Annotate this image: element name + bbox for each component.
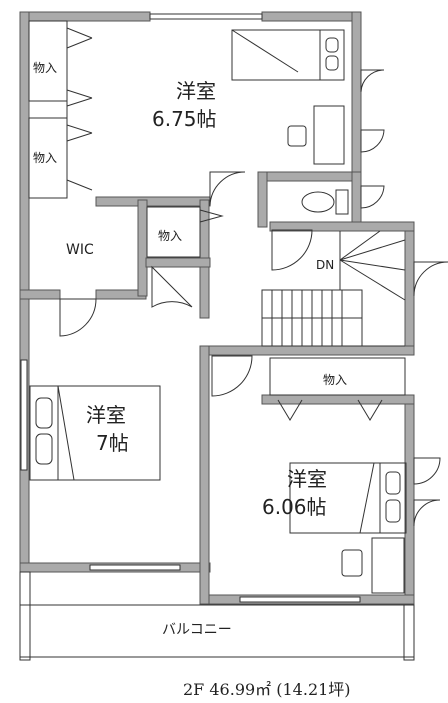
label-bedroom-top-size: 6.75帖 bbox=[152, 107, 217, 131]
labels: 物入 物入 洋室 6.75帖 WIC 物入 DN 物入 洋室 7帖 洋室 6.0… bbox=[33, 61, 347, 638]
label-bedroom-right-name: 洋室 bbox=[287, 467, 327, 491]
window-left bbox=[20, 359, 28, 471]
storage-small bbox=[146, 206, 201, 258]
wall-right-upper bbox=[351, 11, 362, 173]
door-top-room-2 bbox=[360, 129, 385, 153]
door-stair bbox=[271, 229, 313, 271]
desk-right bbox=[371, 537, 405, 594]
wall-stair-corridor bbox=[269, 221, 415, 232]
wall-left-room-right bbox=[199, 345, 210, 605]
label-storage-4: 物入 bbox=[323, 373, 347, 387]
wall-top-left bbox=[19, 11, 151, 22]
door-toilet bbox=[360, 185, 385, 209]
label-storage-3: 物入 bbox=[158, 229, 182, 243]
label-bedroom-right-size: 6.06帖 bbox=[262, 495, 327, 519]
label-bedroom-top-name: 洋室 bbox=[176, 79, 216, 103]
walls bbox=[19, 11, 415, 606]
label-storage-2: 物入 bbox=[33, 151, 57, 165]
door-corridor bbox=[151, 265, 193, 308]
window-top bbox=[149, 13, 263, 20]
door-right-room-1 bbox=[413, 457, 441, 485]
label-bedroom-left-name: 洋室 bbox=[86, 403, 126, 427]
wall-stair-right bbox=[351, 171, 362, 229]
window-bottom-left bbox=[89, 564, 181, 571]
label-storage-1: 物入 bbox=[33, 61, 57, 75]
bed-top bbox=[231, 29, 345, 81]
wall-stair-bottom bbox=[208, 345, 415, 356]
door-stair-right bbox=[413, 261, 448, 297]
wall-bedroom-top-bottom bbox=[95, 196, 211, 207]
label-wic: WIC bbox=[66, 242, 94, 258]
closet-right bbox=[269, 357, 406, 396]
wall-top-right bbox=[261, 11, 361, 22]
label-dn: DN bbox=[316, 258, 334, 272]
door-left-room bbox=[211, 355, 253, 397]
wall-wic-right bbox=[137, 199, 148, 297]
bed-left bbox=[29, 385, 161, 481]
toilet-bowl bbox=[301, 191, 335, 213]
floor-summary: 2F 46.99㎡ (14.21坪) bbox=[183, 680, 351, 699]
wall-stair-top bbox=[257, 171, 362, 182]
label-balcony: バルコニー bbox=[162, 622, 232, 638]
door-right-room-2 bbox=[413, 499, 441, 527]
fixtures bbox=[19, 13, 448, 661]
wall-right-mid bbox=[404, 221, 415, 353]
door-bedroom-top bbox=[209, 171, 246, 207]
wall-corridor bbox=[145, 257, 211, 268]
desk-top bbox=[313, 105, 345, 165]
wall-wic-bottom bbox=[19, 289, 61, 300]
door-top-room-1 bbox=[360, 69, 385, 93]
door-wic bbox=[59, 298, 97, 337]
toilet-tank bbox=[335, 189, 349, 215]
wall-closet-bottom bbox=[261, 394, 415, 405]
window-bottom-right bbox=[239, 596, 361, 603]
staircase bbox=[261, 230, 406, 347]
wall-toilet-right bbox=[257, 171, 268, 228]
label-bedroom-left-size: 7帖 bbox=[96, 431, 129, 455]
